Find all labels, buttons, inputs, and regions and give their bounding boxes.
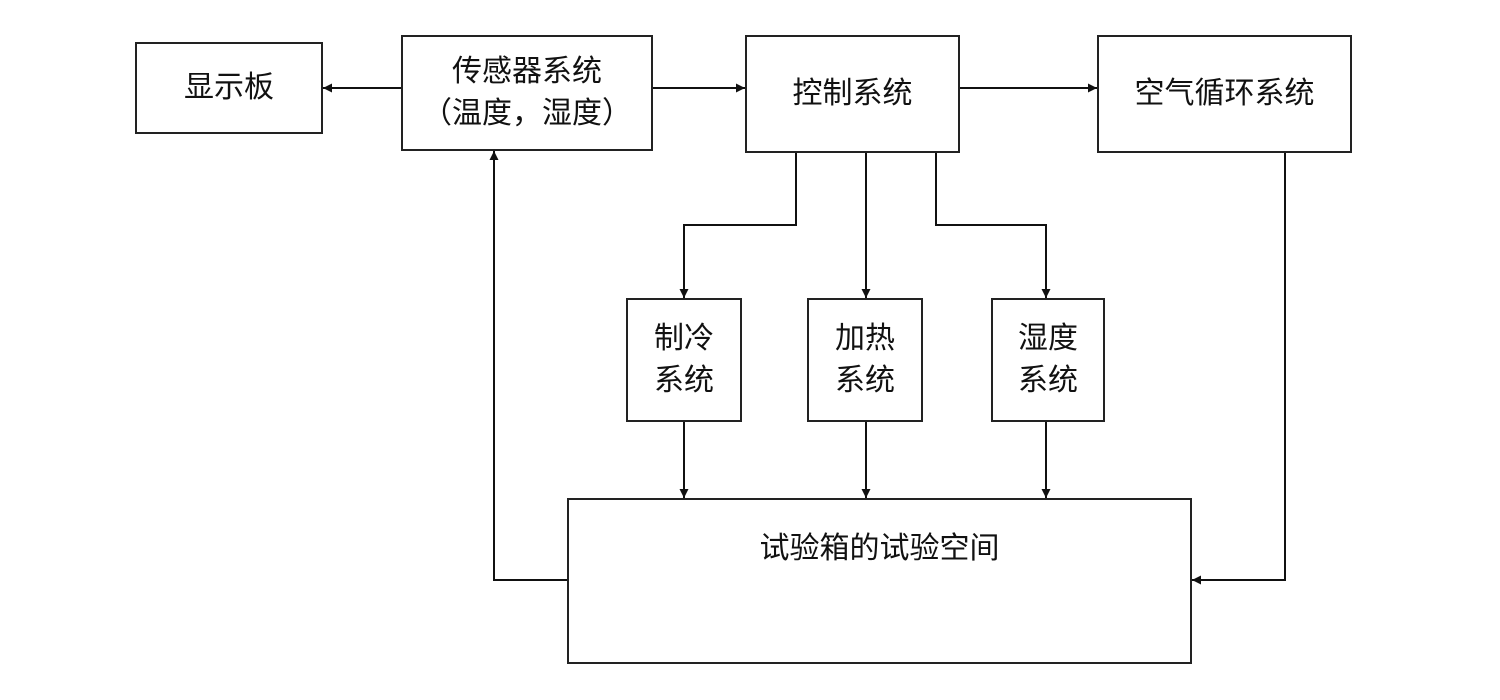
- control-system-box: 控制系统: [745, 35, 960, 153]
- arrow-air-to-chamber: [1192, 153, 1286, 585]
- connector-lines: [323, 83, 1286, 585]
- humidity-system-box: 湿度 系统: [991, 298, 1105, 422]
- control-system-label: 控制系统: [792, 76, 913, 111]
- air-circulation-system-label: 空气循环系统: [1134, 76, 1315, 111]
- test-chamber-space-box: 试验箱的试验空间: [567, 498, 1192, 664]
- cooling-system-label-line1: 制冷: [654, 321, 714, 356]
- display-panel-label: 显示板: [184, 70, 274, 105]
- sensor-system-box: 传感器系统 （温度，湿度）: [401, 35, 653, 151]
- cooling-system-box: 制冷 系统: [626, 298, 742, 422]
- humidity-system-label-line2: 系统: [1018, 363, 1078, 398]
- arrow-control-to-humidity: [935, 153, 1051, 298]
- arrow-chamber-to-sensor: [489, 151, 567, 581]
- heating-system-label-line1: 加热: [835, 321, 895, 356]
- sensor-system-sublabel: （温度，湿度）: [422, 96, 632, 131]
- humidity-system-label-line1: 湿度: [1018, 321, 1078, 356]
- display-panel-box: 显示板: [135, 42, 323, 134]
- cooling-system-label-line2: 系统: [654, 363, 714, 398]
- heating-system-label-line2: 系统: [835, 363, 895, 398]
- test-chamber-space-label: 试验箱的试验空间: [759, 531, 1000, 566]
- heating-system-box: 加热 系统: [807, 298, 923, 422]
- arrow-control-to-cooling: [679, 153, 797, 298]
- sensor-system-label: 传感器系统: [452, 54, 602, 89]
- air-circulation-system-box: 空气循环系统: [1097, 35, 1352, 153]
